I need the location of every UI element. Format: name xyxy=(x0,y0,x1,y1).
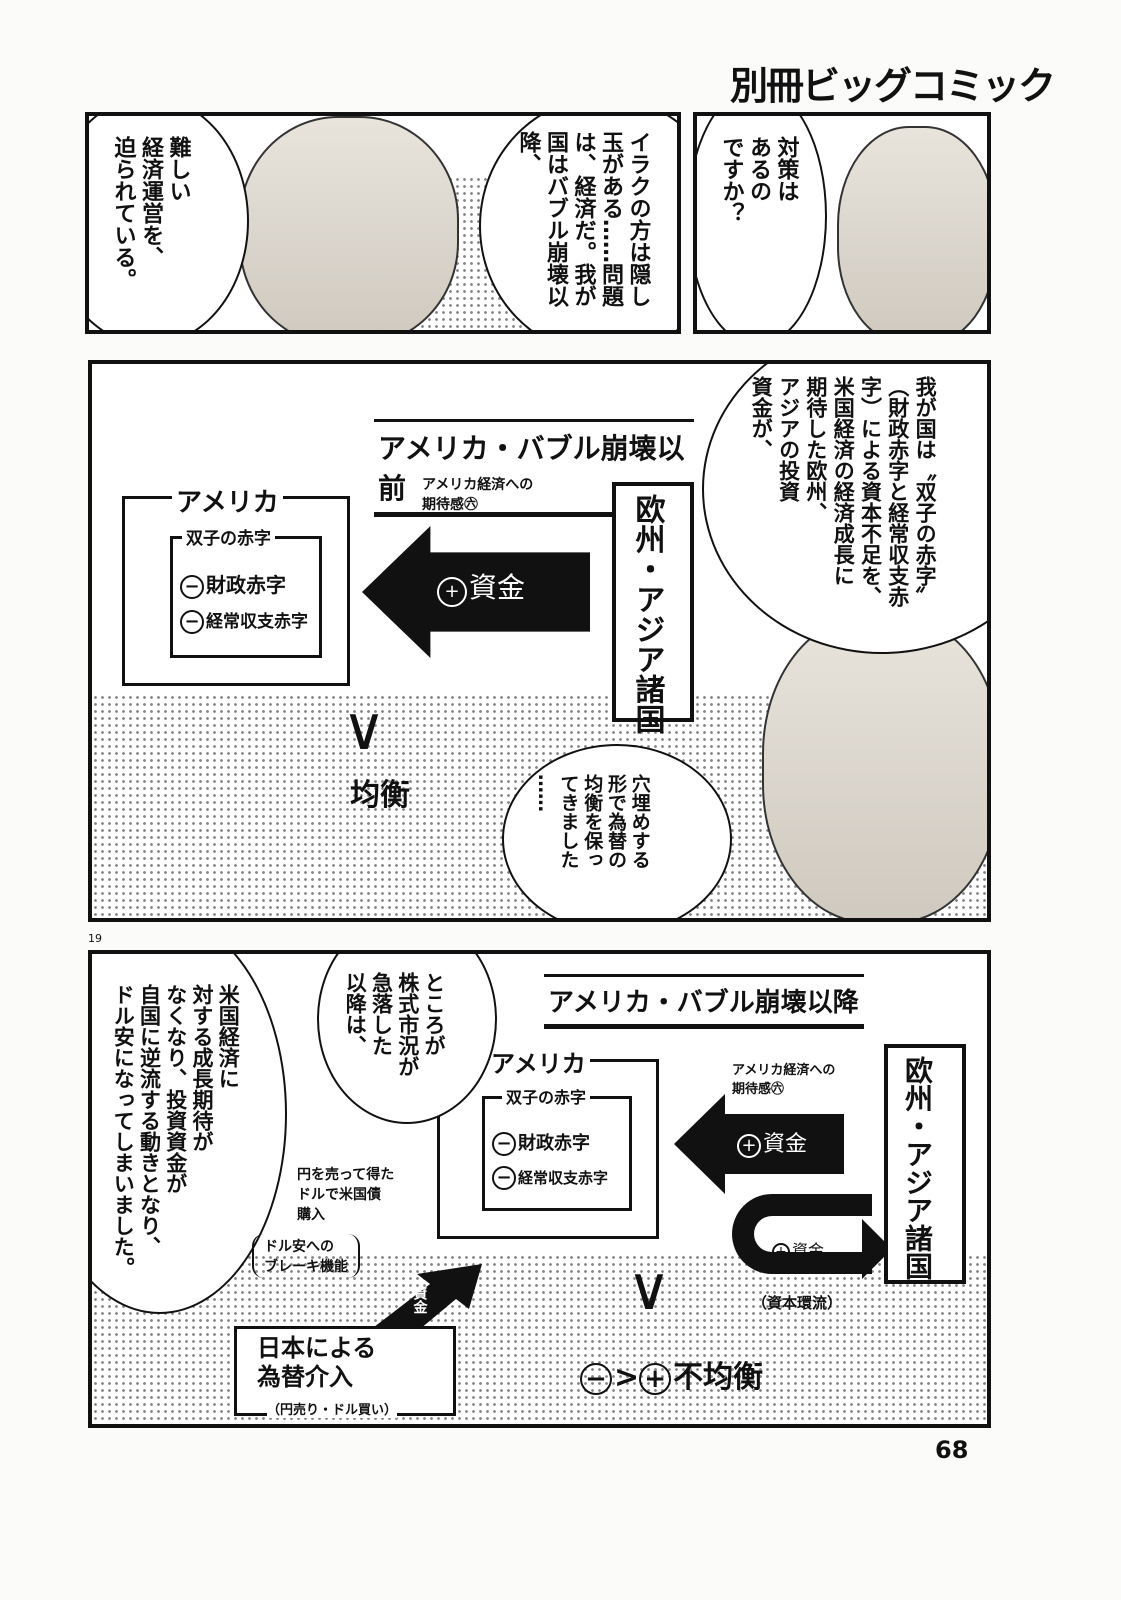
balance-mark: ∨ xyxy=(342,694,386,764)
panel-man: 難しい 経済運営を、 迫られている。 イラクの方は隠し 玉がある……問題 は、経… xyxy=(85,112,681,334)
region-box xyxy=(884,1044,966,1284)
plus-icon: + xyxy=(772,1243,790,1261)
twin-deficit-label: 双子の赤字 xyxy=(182,524,275,549)
america-label: アメリカ xyxy=(172,482,283,519)
deficit-label: 経常収支赤字 xyxy=(518,1169,609,1187)
speech-bubble xyxy=(502,744,732,918)
magazine-logo: 別冊ビッグコミック xyxy=(730,64,1056,108)
panel-woman: 対策は あるの ですか？ xyxy=(693,112,991,334)
expectation-label: アメリカ経済への 期待感㊅ xyxy=(732,1063,836,1097)
speech-text: 対策は あるの ですか？ xyxy=(718,136,799,224)
plus-icon: + xyxy=(737,1134,761,1158)
deficit-item: −財政赤字 xyxy=(492,1129,590,1156)
woman-face-illustration xyxy=(837,126,987,330)
intervention-arrow-label: 資金 xyxy=(411,1286,428,1314)
minus-icon: − xyxy=(492,1166,516,1190)
region-label: 欧州・アジア諸国 xyxy=(901,1056,934,1280)
diagram-title: アメリカ・バブル崩壊以前 xyxy=(374,419,694,517)
region-label: 欧州・アジア諸国 xyxy=(629,494,665,734)
deficit-item: −財政赤字 xyxy=(180,569,286,599)
deficit-label: 財政赤字 xyxy=(518,1133,590,1154)
yen-note: 円を売って得た ドルで米国債 購入 xyxy=(297,1167,395,1223)
brake-note: ドル安への ブレーキ機能 xyxy=(252,1234,360,1278)
speech-text: ところが 株式市況が 急落した 以降は、 xyxy=(343,972,446,1077)
panel-before-bubble: アメリカ・バブル崩壊以前 アメリカ 双子の赤字 −財政赤字 −経常収支赤字 アメ… xyxy=(88,360,991,922)
speech-bubble xyxy=(697,116,827,330)
woman-face-illustration xyxy=(762,614,987,918)
expectation-label: アメリカ経済への 期待感㊅ xyxy=(422,477,534,513)
minus-icon: − xyxy=(180,575,204,599)
diagram-title: アメリカ・バブル崩壊以降 xyxy=(544,974,864,1029)
speech-text: 穴埋めする 形で為替の 均衡を保っ てきました …… xyxy=(533,774,651,869)
speech-text: イラクの方は隠し 玉がある……問題 は、経済だ。我が 国はバブル崩壊以 降、 xyxy=(515,131,651,307)
speech-text: 米国経済に 対する成長期待が なくなり、投資資金が 自国に逆流する動きとなり、 … xyxy=(111,984,241,1278)
u-turn-arrow xyxy=(732,1194,872,1274)
minus-icon: − xyxy=(580,1363,612,1395)
man-face-illustration xyxy=(239,116,459,330)
balance-label: 均衡 xyxy=(350,778,410,813)
plus-icon: + xyxy=(437,577,467,607)
imbalance-mark: ∨ xyxy=(627,1254,671,1324)
minus-icon: − xyxy=(180,610,204,634)
plus-icon: + xyxy=(639,1363,672,1395)
panel-number: 19 xyxy=(88,932,102,945)
capital-arrow-label: +資金 xyxy=(737,1126,807,1158)
deficit-item: −経常収支赤字 xyxy=(180,607,308,634)
intervention-sublabel: （円売り・ドル買い） xyxy=(267,1399,398,1418)
deficit-label: 経常収支赤字 xyxy=(206,612,308,632)
speech-bubble xyxy=(317,954,497,1124)
speech-bubble xyxy=(89,116,249,330)
capital-recycle-label: （資本環流） xyxy=(752,1294,843,1312)
intervention-label: 日本による 為替介入 xyxy=(257,1334,377,1391)
region-box xyxy=(612,482,694,722)
capital-arrow-label: +資金 xyxy=(437,566,525,607)
speech-text: 難しい 経済運営を、 迫られている。 xyxy=(110,136,191,290)
speech-text: 我が国は〝双子の赤字〟 （財政赤字と経常収支赤 字）による資本不足を、 米国経済… xyxy=(749,376,938,607)
panel-after-bubble: アメリカ・バブル崩壊以降 アメリカ 双子の赤字 −財政赤字 −経常収支赤字 アメ… xyxy=(88,950,991,1428)
deficit-label: 財政赤字 xyxy=(206,573,286,597)
minus-icon: − xyxy=(492,1132,516,1156)
twin-deficit-label: 双子の赤字 xyxy=(502,1084,591,1108)
deficit-item: −経常収支赤字 xyxy=(492,1166,608,1190)
u-arrow-label: +資金 xyxy=(772,1237,824,1261)
america-label: アメリカ xyxy=(487,1044,590,1079)
imbalance-label: −>+不均衡 xyxy=(580,1352,763,1396)
speech-bubble xyxy=(479,116,677,330)
page-number: 68 xyxy=(935,1436,969,1464)
